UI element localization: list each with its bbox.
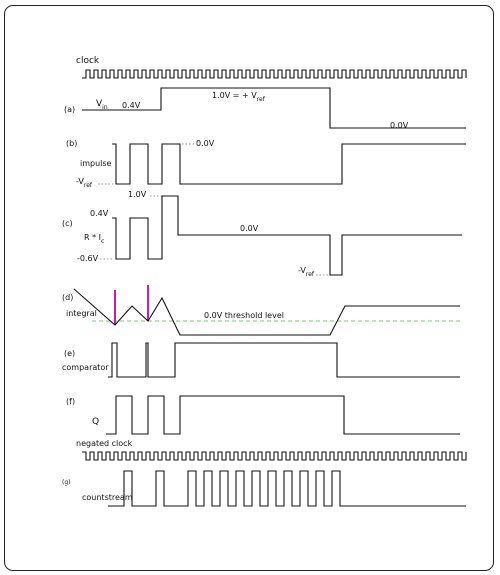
countstream-label: countstream [82,493,133,502]
clock-trace [82,69,467,79]
comparator-label: comparator [62,363,109,372]
neg-vref-label: -Vref [76,177,93,189]
row-c-zero-label: 0.0V [240,224,259,233]
clock-label: clock [76,56,100,66]
vin-label: Vin [96,99,108,111]
row-b-zero-label: 0.0V [196,139,215,148]
q-trace [106,395,460,435]
row-c-top-label: 1.0V [128,190,147,199]
row-c-letter: (c) [62,219,73,228]
row-f-letter: (f) [66,397,75,406]
row-c-positive-label: 0.4V [90,209,109,218]
countstream-trace [108,470,466,507]
threshold-label: 0.0V threshold level [204,311,284,320]
row-c-negative-label: -0.6V [77,254,99,263]
negated-clock-trace [82,451,467,461]
vin-trace [82,87,466,129]
row-d-letter: (d) [62,293,73,302]
row-a-zero-label: 0.0V [390,121,409,130]
row-c-vref-label: -Vref [298,266,315,278]
integral-label: integral [66,309,97,318]
vref-equality-label: 1.0V = + Vref [212,91,266,103]
row-b-letter: (b) [66,139,77,148]
impulse-label: impulse [80,159,112,168]
negated-clock-label: negated clock [76,439,133,448]
row-g-letter: (g) [62,479,71,486]
row-e-letter: (e) [64,349,75,358]
integral-trace [73,288,460,336]
ric-label: R * Ic [84,233,104,245]
comparator-trace [108,342,460,378]
q-label: Q [92,417,99,427]
impulse-trace [112,143,466,185]
ric-trace [112,195,462,276]
diagram-frame [4,5,494,571]
row-a-letter: (a) [64,105,75,114]
vin-value-label: 0.4V [122,101,141,110]
